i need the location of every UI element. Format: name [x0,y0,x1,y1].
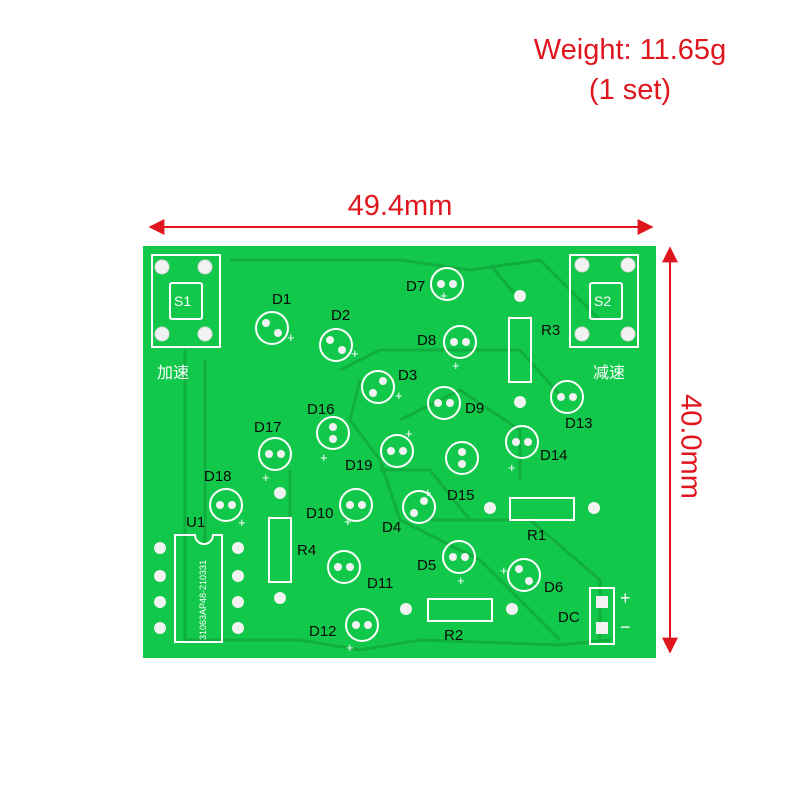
label-d8: D8 [417,332,436,349]
label-d16: D16 [307,401,335,418]
polarity-mark: + [457,573,465,588]
label-d4: D4 [382,519,401,536]
led-polarity-marks: + + + + + + + + + + + + + + + [238,288,516,655]
polarity-mark: + [344,514,352,529]
polarity-mark: + [452,358,460,373]
polarity-mark: + [508,460,516,475]
polarity-mark: + [351,346,359,361]
label-r3: R3 [541,322,560,339]
power-minus-mark: − [620,617,631,637]
label-d12: D12 [309,623,337,640]
set-text: (1 set) [588,74,672,106]
polarity-mark: + [262,470,270,485]
led-footprints [209,267,584,642]
switch-pads [154,257,636,342]
chip-pads [154,542,244,634]
label-d7: D7 [406,278,425,295]
label-d17: D17 [254,419,282,436]
polarity-mark: + [440,288,448,303]
label-speed-up: 加速 [157,363,189,382]
component-labels: D1 D2 D3 D4 D5 D6 D7 D8 D9 D10 D11 D12 D… [157,278,631,644]
resistor-pads [274,290,600,615]
label-d2: D2 [331,307,350,324]
width-dimension-label: 49.4mm [347,190,453,222]
polarity-mark: + [238,515,246,530]
label-d18: D18 [204,468,232,485]
label-r2: R2 [444,627,463,644]
label-slow-down: 减速 [593,363,625,382]
polarity-mark: + [346,640,354,655]
label-d19: D19 [345,457,373,474]
polarity-mark: + [320,450,328,465]
label-d11: D11 [367,575,393,592]
weight-caption: Weight: 11.65g (1 set) [470,30,790,110]
power-plus-mark: + [620,588,631,608]
power-header-pads [596,596,608,634]
label-d5: D5 [417,557,436,574]
weight-text: Weight: 11.65g [533,34,727,66]
label-d14: D14 [540,447,568,464]
polarity-mark: + [395,388,403,403]
label-s2: S2 [594,293,611,309]
label-s1: S1 [174,293,191,309]
label-r4: R4 [297,542,316,559]
label-r1: R1 [527,527,546,544]
label-u1: U1 [186,514,205,531]
label-dc: DC [558,609,580,626]
label-d1: D1 [272,291,291,308]
polarity-mark: + [405,426,413,441]
silkscreen-outlines [151,254,639,645]
label-d15: D15 [447,487,475,504]
label-d6: D6 [544,579,563,596]
label-d9: D9 [465,400,484,417]
polarity-mark: + [287,330,295,345]
label-d3: D3 [398,367,417,384]
label-d13: D13 [565,415,593,432]
polarity-mark: + [500,563,508,578]
polarity-mark: + [424,485,432,500]
chip-marking: 31063AP48-210331 [198,560,208,640]
label-d10: D10 [306,505,334,522]
